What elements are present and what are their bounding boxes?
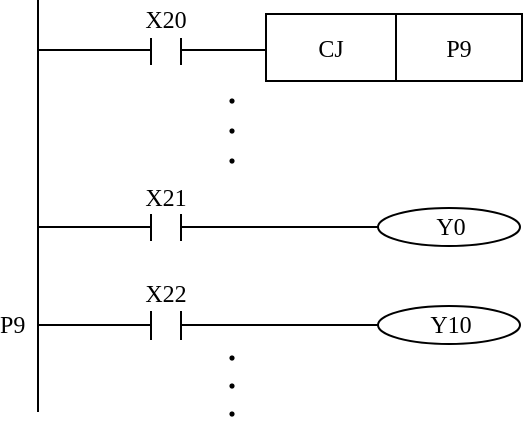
rung-2 <box>38 207 521 247</box>
coil-y10 <box>377 305 521 345</box>
cj-operand-label: P9 <box>446 37 471 63</box>
contact-x22-label: X22 <box>145 282 186 308</box>
contact-x20-label: X20 <box>145 8 186 34</box>
contact-x21-label: X21 <box>145 186 186 212</box>
coil-y10-label: Y10 <box>430 313 471 339</box>
rung-3 <box>38 305 521 345</box>
coil-y0 <box>377 207 521 247</box>
coil-y0-label: Y0 <box>436 215 465 241</box>
cj-opcode-label: CJ <box>318 37 343 63</box>
pointer-p9-label: P9 <box>0 313 25 339</box>
continuation-dots-upper <box>229 98 235 164</box>
cj-instruction-box <box>265 13 523 82</box>
continuation-dots-lower <box>229 355 235 417</box>
rung-1 <box>38 13 523 82</box>
